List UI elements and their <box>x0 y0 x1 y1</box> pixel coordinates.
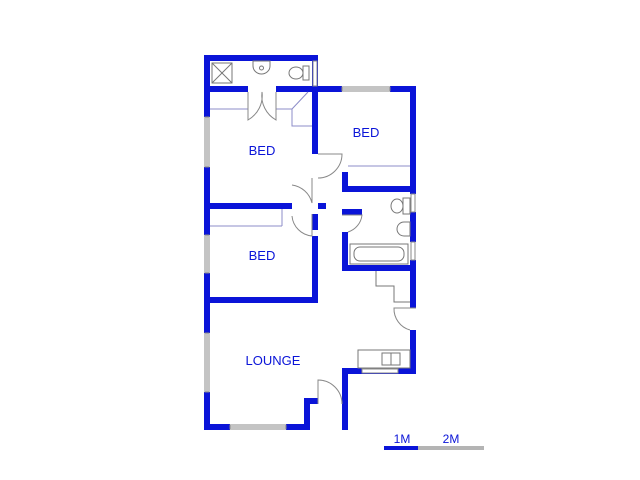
toilet-icon <box>390 197 411 215</box>
toilet-icon <box>288 65 310 81</box>
basin-icon <box>396 221 411 237</box>
scale-segment-2m <box>418 446 484 450</box>
walls <box>204 55 416 430</box>
basin-icon <box>252 60 271 75</box>
shower-icon <box>211 62 233 84</box>
fixtures <box>211 60 411 369</box>
room-label-bed: BED <box>249 143 276 158</box>
scale-bar: 1M 2M <box>384 432 484 450</box>
room-label-bed: BED <box>249 248 276 263</box>
room-label-bed: BED <box>353 125 380 140</box>
bath-icon <box>349 243 409 265</box>
interior-lines <box>210 91 410 303</box>
room-label-lounge: LOUNGE <box>246 353 301 368</box>
scale-label-1m: 1M <box>394 432 411 446</box>
kitchen-counter <box>357 349 411 369</box>
doors <box>247 91 416 405</box>
scale-label-2m: 2M <box>443 432 460 446</box>
windows <box>204 60 416 430</box>
scale-segment-1m <box>384 446 418 450</box>
